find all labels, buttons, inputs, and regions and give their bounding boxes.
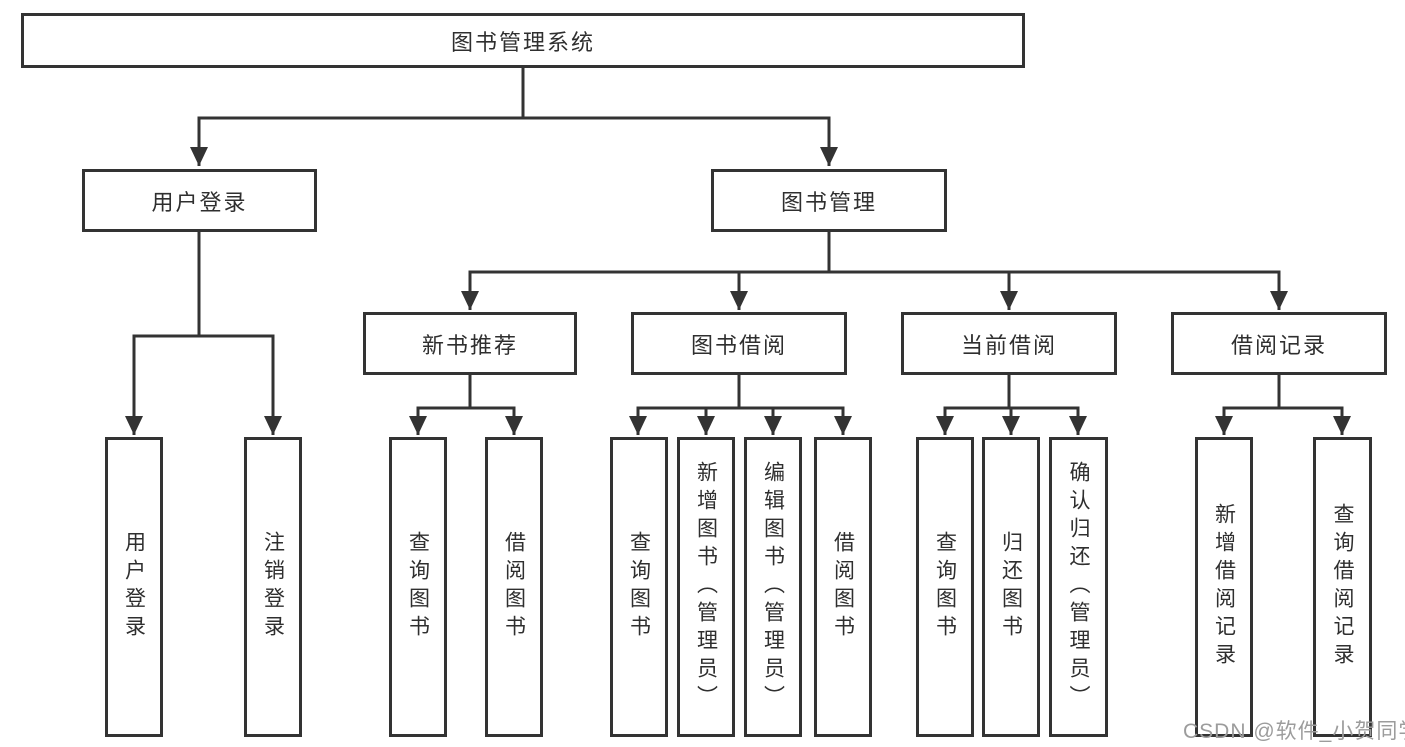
csdn-watermark: CSDN @软件_小贺同学 [1183,720,1405,743]
leaf-return-book-label: 归还图书 [999,531,1023,643]
node-book-borrow-label: 图书借阅 [690,332,787,358]
leaf-return-book: 归还图书 [982,437,1040,737]
leaf-confirm-return-admin-label: 确认归还（管理员） [1067,461,1090,713]
leaf-add-borrow-record: 新增借阅记录 [1195,437,1253,737]
node-borrow-record-label: 借阅记录 [1230,332,1327,358]
node-user-login: 用户登录 [82,169,317,232]
leaf-borrow-book-1: 借阅图书 [485,437,543,737]
leaf-edit-book-admin: 编辑图书（管理员） [744,437,802,737]
leaf-add-book-admin-label: 新增图书（管理员） [694,461,718,713]
leaf-query-book-1: 查询图书 [389,437,447,737]
node-current-borrow-label: 当前借阅 [960,332,1057,358]
node-book-management-label: 图书管理 [780,189,877,215]
leaf-query-book-3: 查询图书 [916,437,974,737]
leaf-borrow-book-2: 借阅图书 [814,437,872,737]
node-borrow-record: 借阅记录 [1171,312,1387,375]
node-book-borrow: 图书借阅 [631,312,847,375]
node-new-book-recommend-label: 新书推荐 [421,332,518,358]
node-root-label: 图书管理系统 [450,29,595,55]
leaf-user-login: 用户登录 [105,437,163,737]
leaf-borrow-book-1-label: 借阅图书 [502,531,526,643]
leaf-logout: 注销登录 [244,437,302,737]
leaf-query-borrow-record: 查询借阅记录 [1313,437,1372,737]
leaf-add-borrow-record-label: 新增借阅记录 [1212,503,1236,671]
leaf-edit-book-admin-label: 编辑图书（管理员） [761,461,785,713]
leaf-confirm-return-admin: 确认归还（管理员） [1049,437,1108,737]
leaf-query-book-1-label: 查询图书 [406,531,430,643]
leaf-user-login-label: 用户登录 [122,531,146,643]
leaf-query-book-2: 查询图书 [610,437,668,737]
node-user-login-label: 用户登录 [151,189,248,215]
node-book-management: 图书管理 [711,169,947,232]
leaf-query-book-3-label: 查询图书 [933,531,957,643]
leaf-query-book-2-label: 查询图书 [627,531,651,643]
leaf-logout-label: 注销登录 [261,531,285,643]
leaf-query-borrow-record-label: 查询借阅记录 [1331,503,1354,671]
node-root-system: 图书管理系统 [21,13,1025,68]
leaf-borrow-book-2-label: 借阅图书 [831,531,855,643]
leaf-add-book-admin: 新增图书（管理员） [677,437,735,737]
node-new-book-recommend: 新书推荐 [363,312,577,375]
node-current-borrow: 当前借阅 [901,312,1117,375]
